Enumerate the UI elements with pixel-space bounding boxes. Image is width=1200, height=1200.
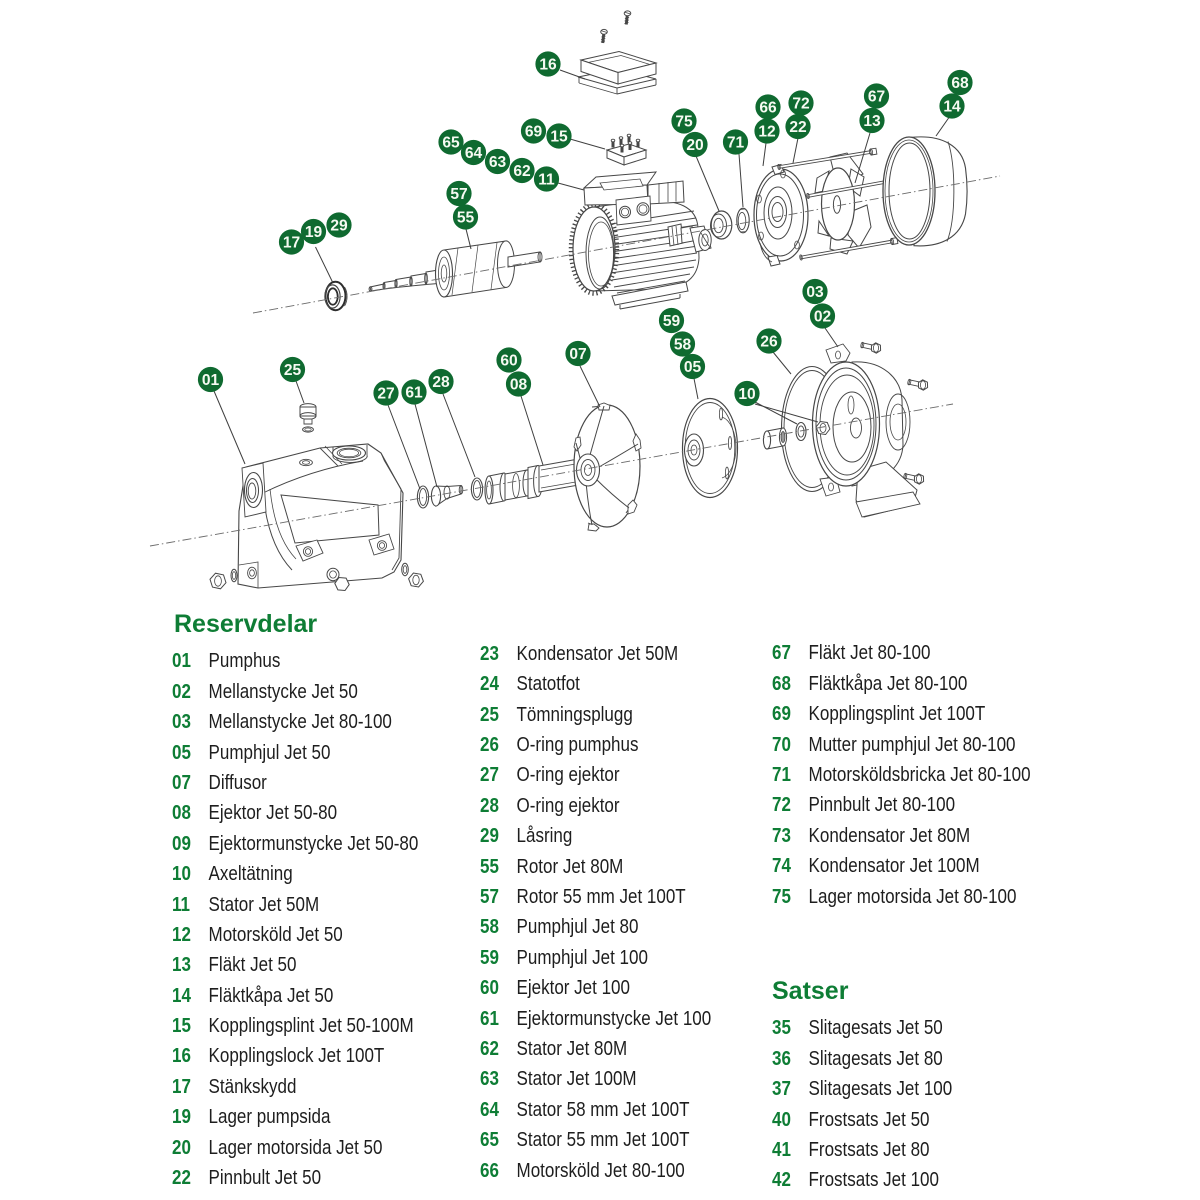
svg-text:67: 67 xyxy=(868,88,885,105)
svg-text:15: 15 xyxy=(550,128,568,145)
svg-text:02: 02 xyxy=(814,308,832,325)
svg-text:28: 28 xyxy=(432,374,450,391)
svg-text:72: 72 xyxy=(792,95,810,112)
svg-text:13: 13 xyxy=(863,113,881,130)
svg-text:14: 14 xyxy=(943,98,961,115)
svg-text:16: 16 xyxy=(539,56,557,73)
svg-text:57: 57 xyxy=(450,186,467,203)
svg-text:20: 20 xyxy=(686,137,704,154)
svg-text:12: 12 xyxy=(758,123,776,140)
svg-text:08: 08 xyxy=(510,376,528,393)
svg-text:17: 17 xyxy=(283,234,300,251)
svg-text:75: 75 xyxy=(675,113,693,130)
svg-text:05: 05 xyxy=(684,359,702,376)
svg-text:10: 10 xyxy=(738,386,756,403)
svg-text:68: 68 xyxy=(951,75,969,92)
svg-text:58: 58 xyxy=(674,336,692,353)
svg-text:22: 22 xyxy=(789,119,807,136)
svg-text:71: 71 xyxy=(727,134,745,151)
svg-text:07: 07 xyxy=(569,346,586,363)
svg-text:66: 66 xyxy=(759,99,777,116)
svg-text:65: 65 xyxy=(442,134,460,151)
svg-text:55: 55 xyxy=(457,209,475,226)
svg-text:69: 69 xyxy=(525,123,543,140)
svg-text:59: 59 xyxy=(663,313,681,330)
svg-text:01: 01 xyxy=(202,372,220,389)
svg-text:11: 11 xyxy=(538,171,555,188)
svg-text:60: 60 xyxy=(500,352,518,369)
svg-text:62: 62 xyxy=(513,163,531,180)
svg-text:26: 26 xyxy=(760,333,778,350)
svg-text:64: 64 xyxy=(465,145,483,162)
svg-text:27: 27 xyxy=(377,385,394,402)
svg-text:19: 19 xyxy=(305,224,323,241)
svg-text:63: 63 xyxy=(489,154,507,171)
svg-text:61: 61 xyxy=(405,384,423,401)
svg-text:03: 03 xyxy=(806,284,824,301)
svg-text:25: 25 xyxy=(284,362,302,379)
svg-text:29: 29 xyxy=(330,217,348,234)
